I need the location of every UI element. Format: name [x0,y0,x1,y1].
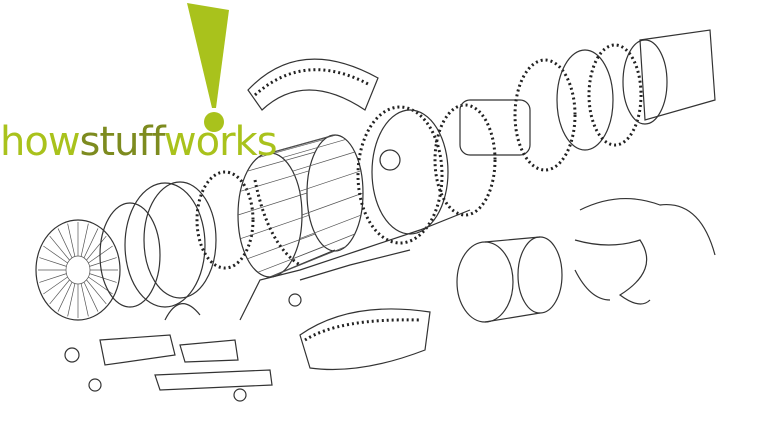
exclamation-mark-icon [187,3,229,132]
brand-logo: howstuffworks [0,118,278,166]
exhaust-ducting [574,198,716,305]
turbine-section [459,29,716,172]
combustor-liner [456,236,563,323]
compressor-blade [269,250,336,278]
lower-cowling [299,308,431,371]
fan-blade [57,281,73,312]
compressor-blade [247,151,316,172]
compressor-blade [299,214,361,240]
fan-blade [80,283,89,317]
compressor-blade [257,246,325,273]
logo-works: works [163,119,278,165]
compressor-blade [292,151,355,172]
fan-blade [43,276,68,295]
logo-stuff: stuff [79,119,165,165]
fan-blade [80,223,89,257]
logo-how: how [0,119,81,165]
compressor-blade [301,192,364,216]
fan-blade [83,281,99,312]
fan-blade [43,245,68,264]
compressor-rings [124,170,255,308]
fan-assembly [35,202,161,321]
fan-blade [83,228,99,259]
compressor-blade [257,139,325,159]
fan-blade [86,279,107,305]
fan-blade [86,235,107,261]
fan-blade [39,273,67,283]
compressor-blade [240,170,310,192]
fan-blade [67,223,76,257]
compressor-drum [237,134,364,278]
fan-blade [49,279,70,305]
upper-cowling [247,58,379,111]
fan-blade [39,257,67,267]
fan-blade [67,283,76,317]
compressor-blade [269,134,336,154]
compressor-blade [240,214,310,240]
compressor-blade [237,192,308,216]
compressor-blade [247,233,316,260]
accessory-parts [64,209,471,402]
fan-blade [57,228,73,259]
fan-blade [89,257,117,267]
fan-blade [49,235,70,261]
compressor-blade [299,170,361,192]
combustion-case [356,103,497,245]
compressor-blade [282,139,346,159]
